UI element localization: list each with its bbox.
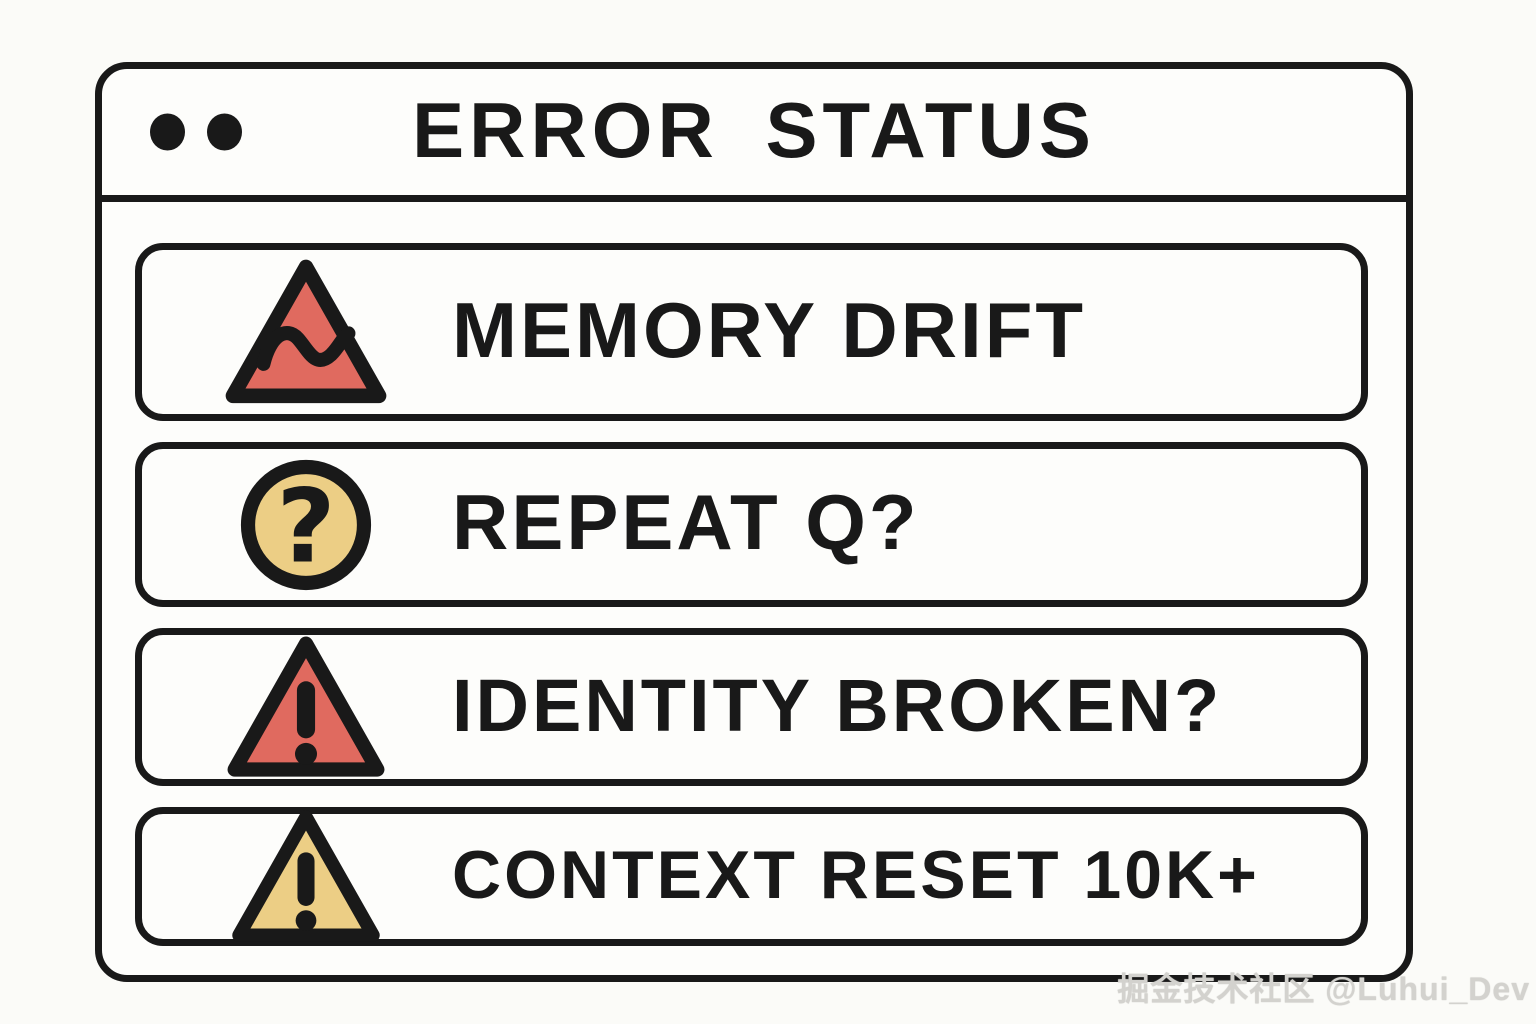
window-dot[interactable] [150,113,185,151]
window-titlebar: ERROR STATUS [102,69,1406,202]
status-row-context-reset[interactable]: CONTEXT RESET 10K+ [135,807,1368,946]
window-control-dots [150,113,242,151]
error-status-window: ERROR STATUS MEMORY DRIFT ? REPEAT Q? ID… [95,62,1413,982]
svg-text:?: ? [276,467,335,585]
status-row-list: MEMORY DRIFT ? REPEAT Q? IDENTITY BROKEN… [102,202,1406,946]
status-row-label: REPEAT Q? [452,478,920,566]
status-row-label: IDENTITY BROKEN? [452,663,1223,747]
exclamation-triangle-icon [227,636,385,777]
window-dot[interactable] [207,113,242,151]
status-row-label: CONTEXT RESET 10K+ [452,836,1260,913]
question-circle-icon-box: ? [220,454,392,596]
exclamation-triangle-icon-box [220,806,392,947]
exclamation-triangle-icon [232,810,380,942]
status-row-label: MEMORY DRIFT [452,285,1086,374]
status-row-identity-broken[interactable]: IDENTITY BROKEN? [135,628,1368,786]
drift-triangle-icon [225,259,387,404]
window-title: ERROR STATUS [412,85,1096,174]
status-row-repeat-q[interactable]: ? REPEAT Q? [135,442,1368,607]
drift-triangle-icon-box [220,255,392,409]
status-row-memory-drift[interactable]: MEMORY DRIFT [135,243,1368,421]
exclamation-triangle-icon-box [220,632,392,782]
question-circle-icon: ? [240,459,372,590]
